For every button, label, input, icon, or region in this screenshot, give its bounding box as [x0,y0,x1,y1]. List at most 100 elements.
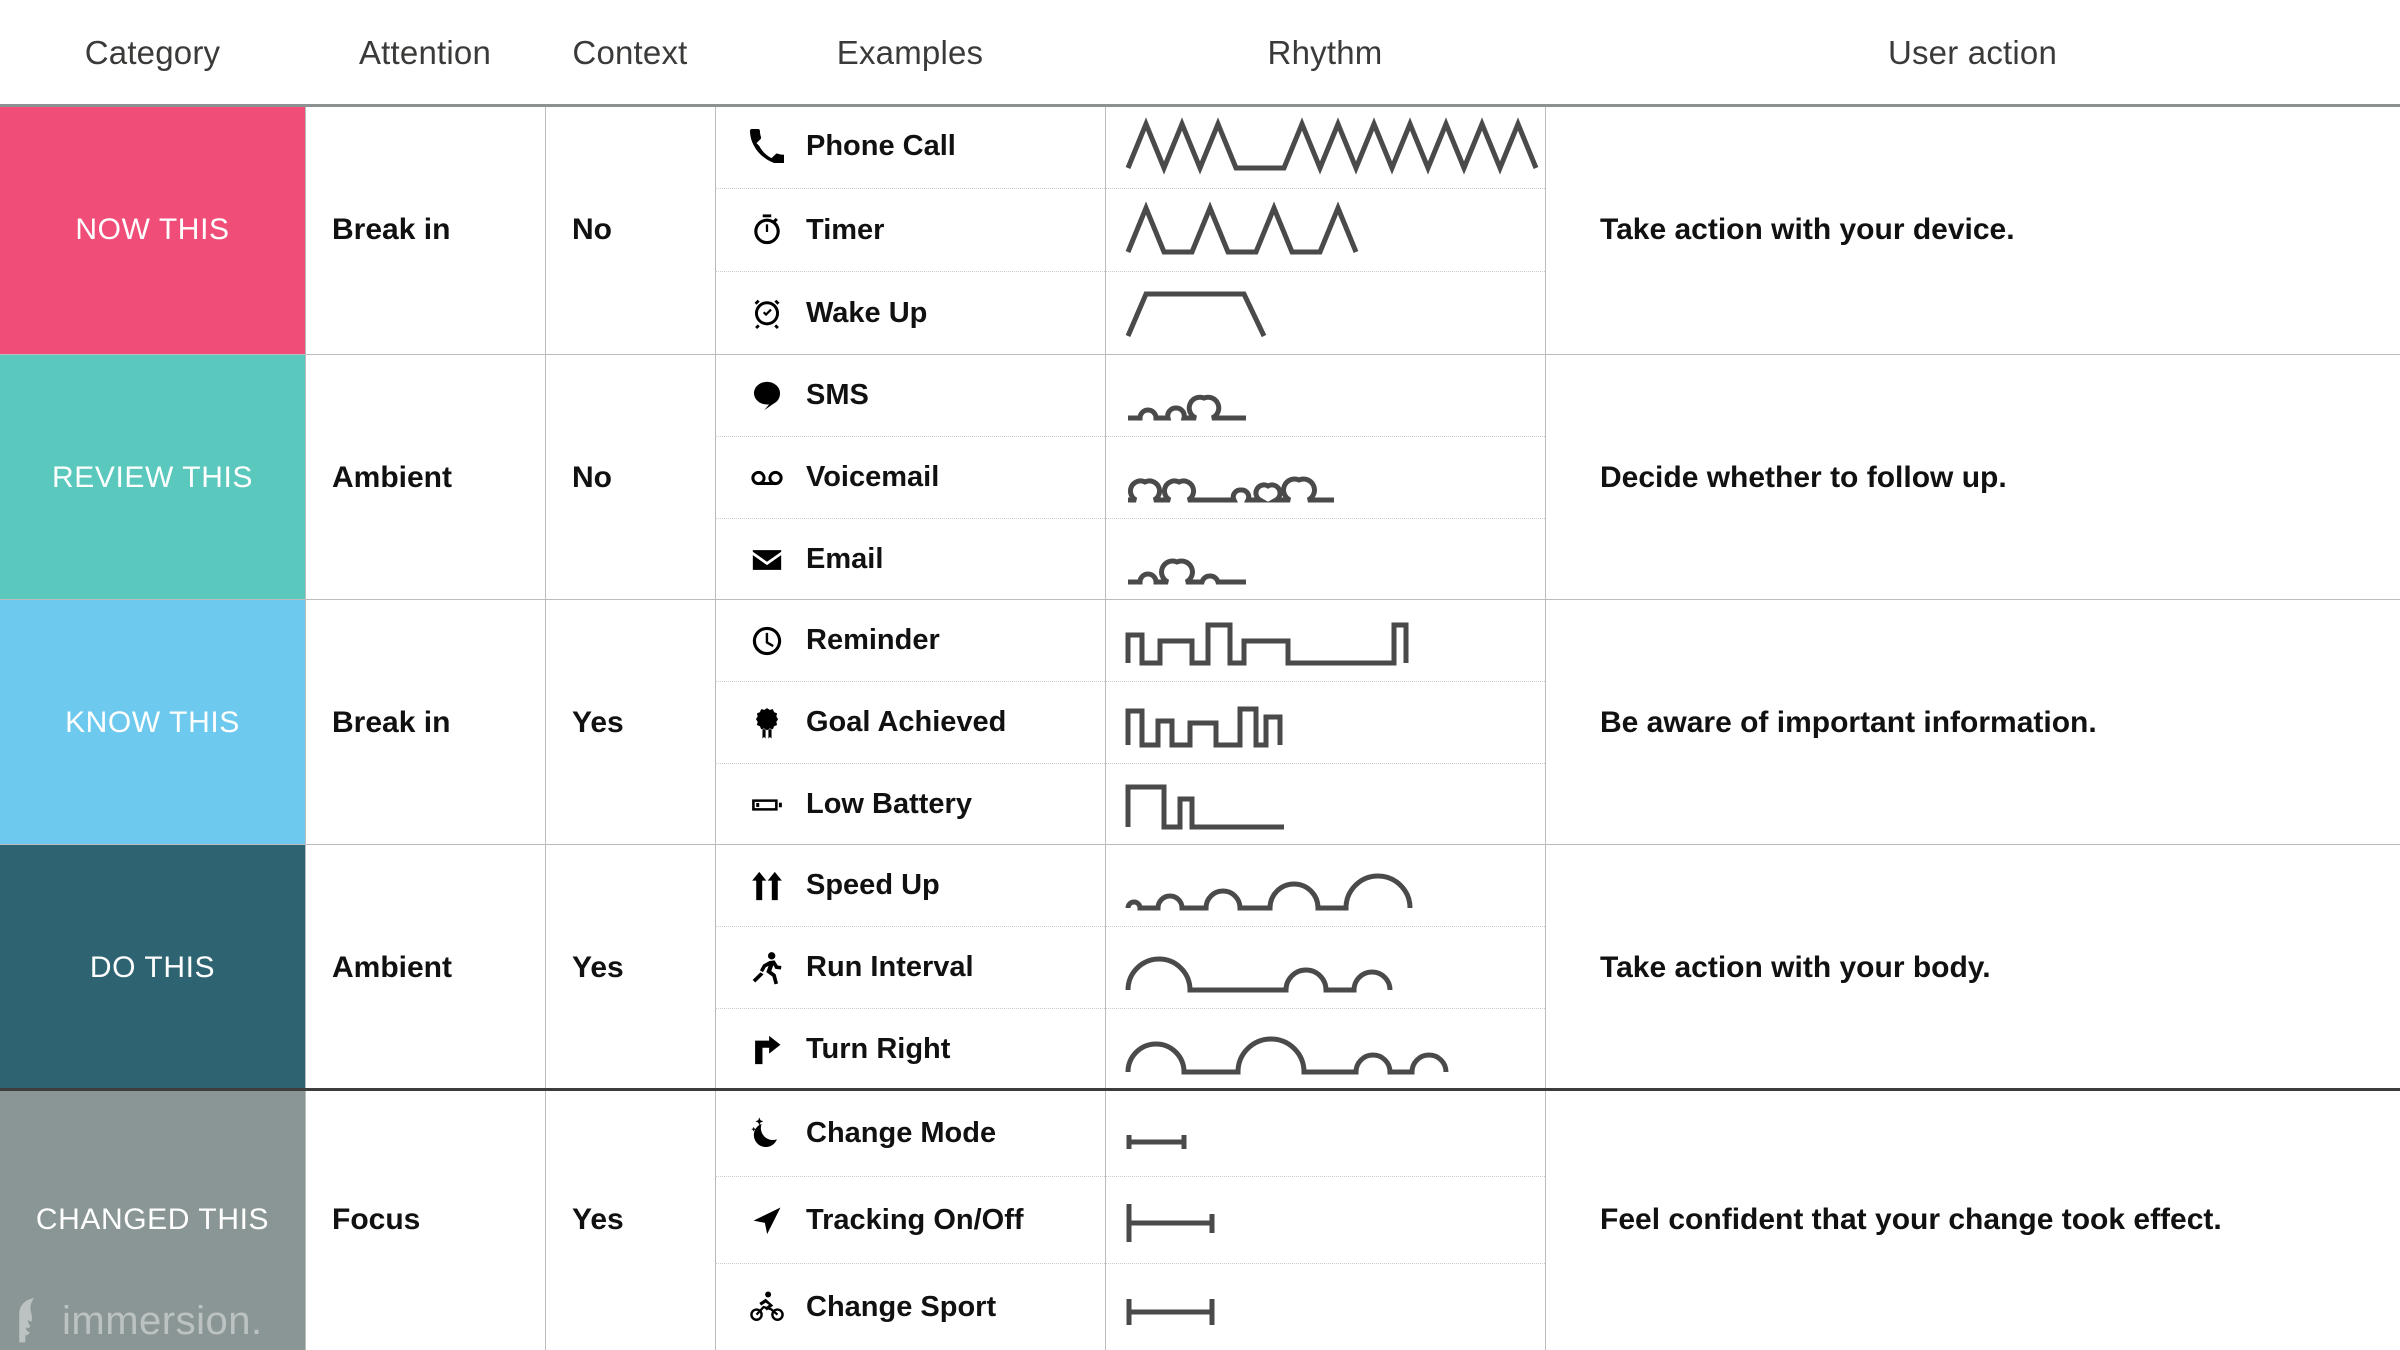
stopwatch-icon [750,213,784,247]
example-row: Run Interval [716,926,1105,1008]
rhythm-cell-changed-this [1105,1090,1545,1350]
user-action-cell-review-this: Decide whether to follow up. [1545,355,2400,600]
examples-cell-know-this: Reminder Goal Achieved Low Battery [715,600,1105,845]
category-cell-now-this: NOW THIS [0,105,305,355]
example-row: SMS [716,355,1105,436]
double-up-arrow-icon [750,869,784,903]
rhythm-waveform-email [1106,518,1545,600]
attention-cell-do-this: Ambient [305,845,545,1090]
alarm-clock-icon [750,297,784,331]
example-label: Goal Achieved [806,706,1007,738]
column-header-attention: Attention [358,33,492,71]
examples-cell-do-this: Speed Up Run Interval Turn Right [715,845,1105,1090]
context-cell-review-this: No [545,355,715,600]
example-label: SMS [806,379,869,411]
turn-right-arrow-icon [750,1033,784,1067]
user-action-cell-do-this: Take action with your body. [1545,845,2400,1090]
category-cell-know-this: KNOW THIS [0,600,305,845]
moon-stars-icon [750,1116,784,1150]
column-header-examples: Examples [836,33,984,71]
context-cell-changed-this: Yes [545,1090,715,1350]
category-label: NOW THIS [75,213,230,246]
category-cell-do-this: DO THIS [0,845,305,1090]
example-row: Timer [716,187,1105,272]
example-label: Reminder [806,624,940,656]
rhythm-cell-do-this [1105,845,1545,1090]
clock-icon [750,624,784,658]
row-separator-2 [0,599,2400,600]
navigation-arrow-icon [750,1203,784,1237]
context-cell-know-this: Yes [545,600,715,845]
rhythm-waveform-tracking-on-off [1106,1176,1545,1263]
example-label: Change Mode [806,1116,997,1149]
context-cell-do-this: Yes [545,845,715,1090]
voicemail-icon [750,461,784,495]
rhythm-cell-review-this [1105,355,1545,600]
example-label: Low Battery [806,788,972,820]
column-header-context: Context [572,33,688,71]
rhythm-waveform-change-sport [1106,1263,1545,1350]
example-label: Change Sport [806,1290,997,1323]
category-label: DO THIS [89,950,216,984]
example-row: Low Battery [716,763,1105,845]
row-separator-4-strong [0,1088,2400,1091]
example-label: Voicemail [806,461,940,493]
attention-cell-review-this: Ambient [305,355,545,600]
rhythm-waveform-sms [1106,355,1545,436]
rhythm-waveform-speed-up [1106,845,1545,926]
cyclist-icon [750,1290,784,1324]
example-row: Change Mode [716,1090,1105,1176]
immersion-leaf-icon [19,1298,34,1343]
example-row: Goal Achieved [716,681,1105,763]
example-row: Voicemail [716,436,1105,518]
example-label: Phone Call [806,129,956,162]
attention-cell-know-this: Break in [305,600,545,845]
rhythm-cell-now-this [1105,105,1545,355]
running-person-icon [750,951,784,985]
rhythm-waveform-low-battery [1106,763,1545,845]
rhythm-waveform-turn-right [1106,1008,1545,1090]
example-label: Run Interval [806,951,974,983]
example-label: Turn Right [806,1033,951,1065]
example-row: Reminder [716,600,1105,681]
chat-bubble-icon [750,379,784,413]
examples-cell-review-this: SMS Voicemail Email [715,355,1105,600]
rhythm-waveform-wake-up [1106,271,1545,355]
rhythm-waveform-goal-achieved [1106,681,1545,763]
example-label: Tracking On/Off [806,1203,1024,1236]
immersion-watermark: immersion. [14,1298,263,1344]
example-row: Tracking On/Off [716,1176,1105,1263]
user-action-cell-changed-this: Feel confident that your change took eff… [1545,1090,2400,1350]
header-bottom-rule [0,104,2400,107]
phone-icon [750,129,784,164]
award-ribbon-icon [750,706,784,740]
category-label: KNOW THIS [65,705,240,739]
envelope-icon [750,543,784,577]
example-row: Wake Up [716,271,1105,355]
example-row: Phone Call [716,105,1105,188]
example-row: Change Sport [716,1263,1105,1350]
user-action-cell-now-this: Take action with your device. [1545,105,2400,355]
example-label: Wake Up [806,297,928,330]
rhythm-cell-know-this [1105,600,1545,845]
attention-cell-now-this: Break in [305,105,545,355]
battery-low-icon [750,788,784,822]
category-cell-changed-this: CHANGED THIS immersion. [0,1090,305,1350]
user-action-cell-know-this: Be aware of important information. [1545,600,2400,845]
example-label: Speed Up [806,869,940,901]
category-label: REVIEW THIS [51,460,254,494]
column-header-rhythm: Rhythm [1267,33,1383,71]
examples-cell-now-this: Phone Call Timer [715,105,1105,355]
example-label: Timer [806,213,885,246]
rhythm-waveform-voicemail [1106,436,1545,518]
example-row: Email [716,518,1105,600]
column-header-user-action: User action [1887,33,2058,71]
row-separator-3 [0,844,2400,845]
rhythm-waveform-timer [1106,187,1545,272]
row-separator-1 [0,354,2400,355]
context-cell-now-this: No [545,105,715,355]
attention-cell-changed-this: Focus [305,1090,545,1350]
example-row: Turn Right [716,1008,1105,1090]
